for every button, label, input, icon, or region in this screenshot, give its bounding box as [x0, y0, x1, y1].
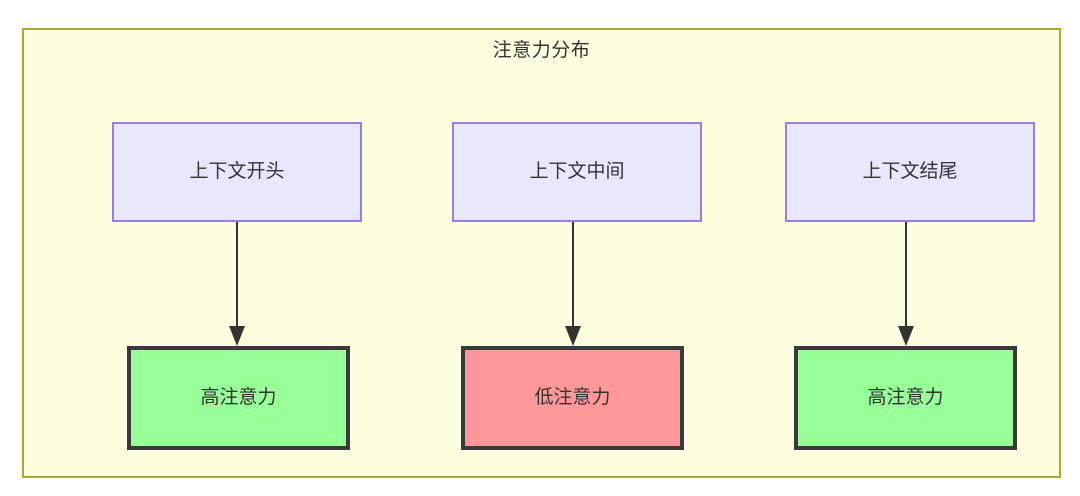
edge-context-end-to-high-attention	[894, 222, 918, 348]
node-context-start[interactable]: 上下文开头	[112, 122, 362, 222]
subgraph-title: 注意力分布	[492, 40, 591, 61]
edge-context-middle-to-low-attention	[561, 222, 585, 348]
node-high-attention-start[interactable]: 高注意力	[127, 346, 350, 450]
node-high-attention-start-label: 高注意力	[200, 386, 277, 408]
node-context-end[interactable]: 上下文结尾	[785, 122, 1035, 222]
node-low-attention-middle[interactable]: 低注意力	[461, 346, 684, 450]
node-context-middle-label: 上下文中间	[529, 160, 625, 182]
attention-distribution-container: 注意力分布 上下文开头 高注意力 上下文中间 低注意力	[22, 28, 1061, 478]
node-context-start-label: 上下文开头	[189, 160, 285, 182]
node-low-attention-middle-label: 低注意力	[534, 386, 611, 408]
node-high-attention-end-label: 高注意力	[867, 386, 944, 408]
node-high-attention-end[interactable]: 高注意力	[794, 346, 1017, 450]
edge-context-start-to-high-attention	[225, 222, 249, 348]
node-context-middle[interactable]: 上下文中间	[452, 122, 702, 222]
node-context-end-label: 上下文结尾	[862, 160, 958, 182]
